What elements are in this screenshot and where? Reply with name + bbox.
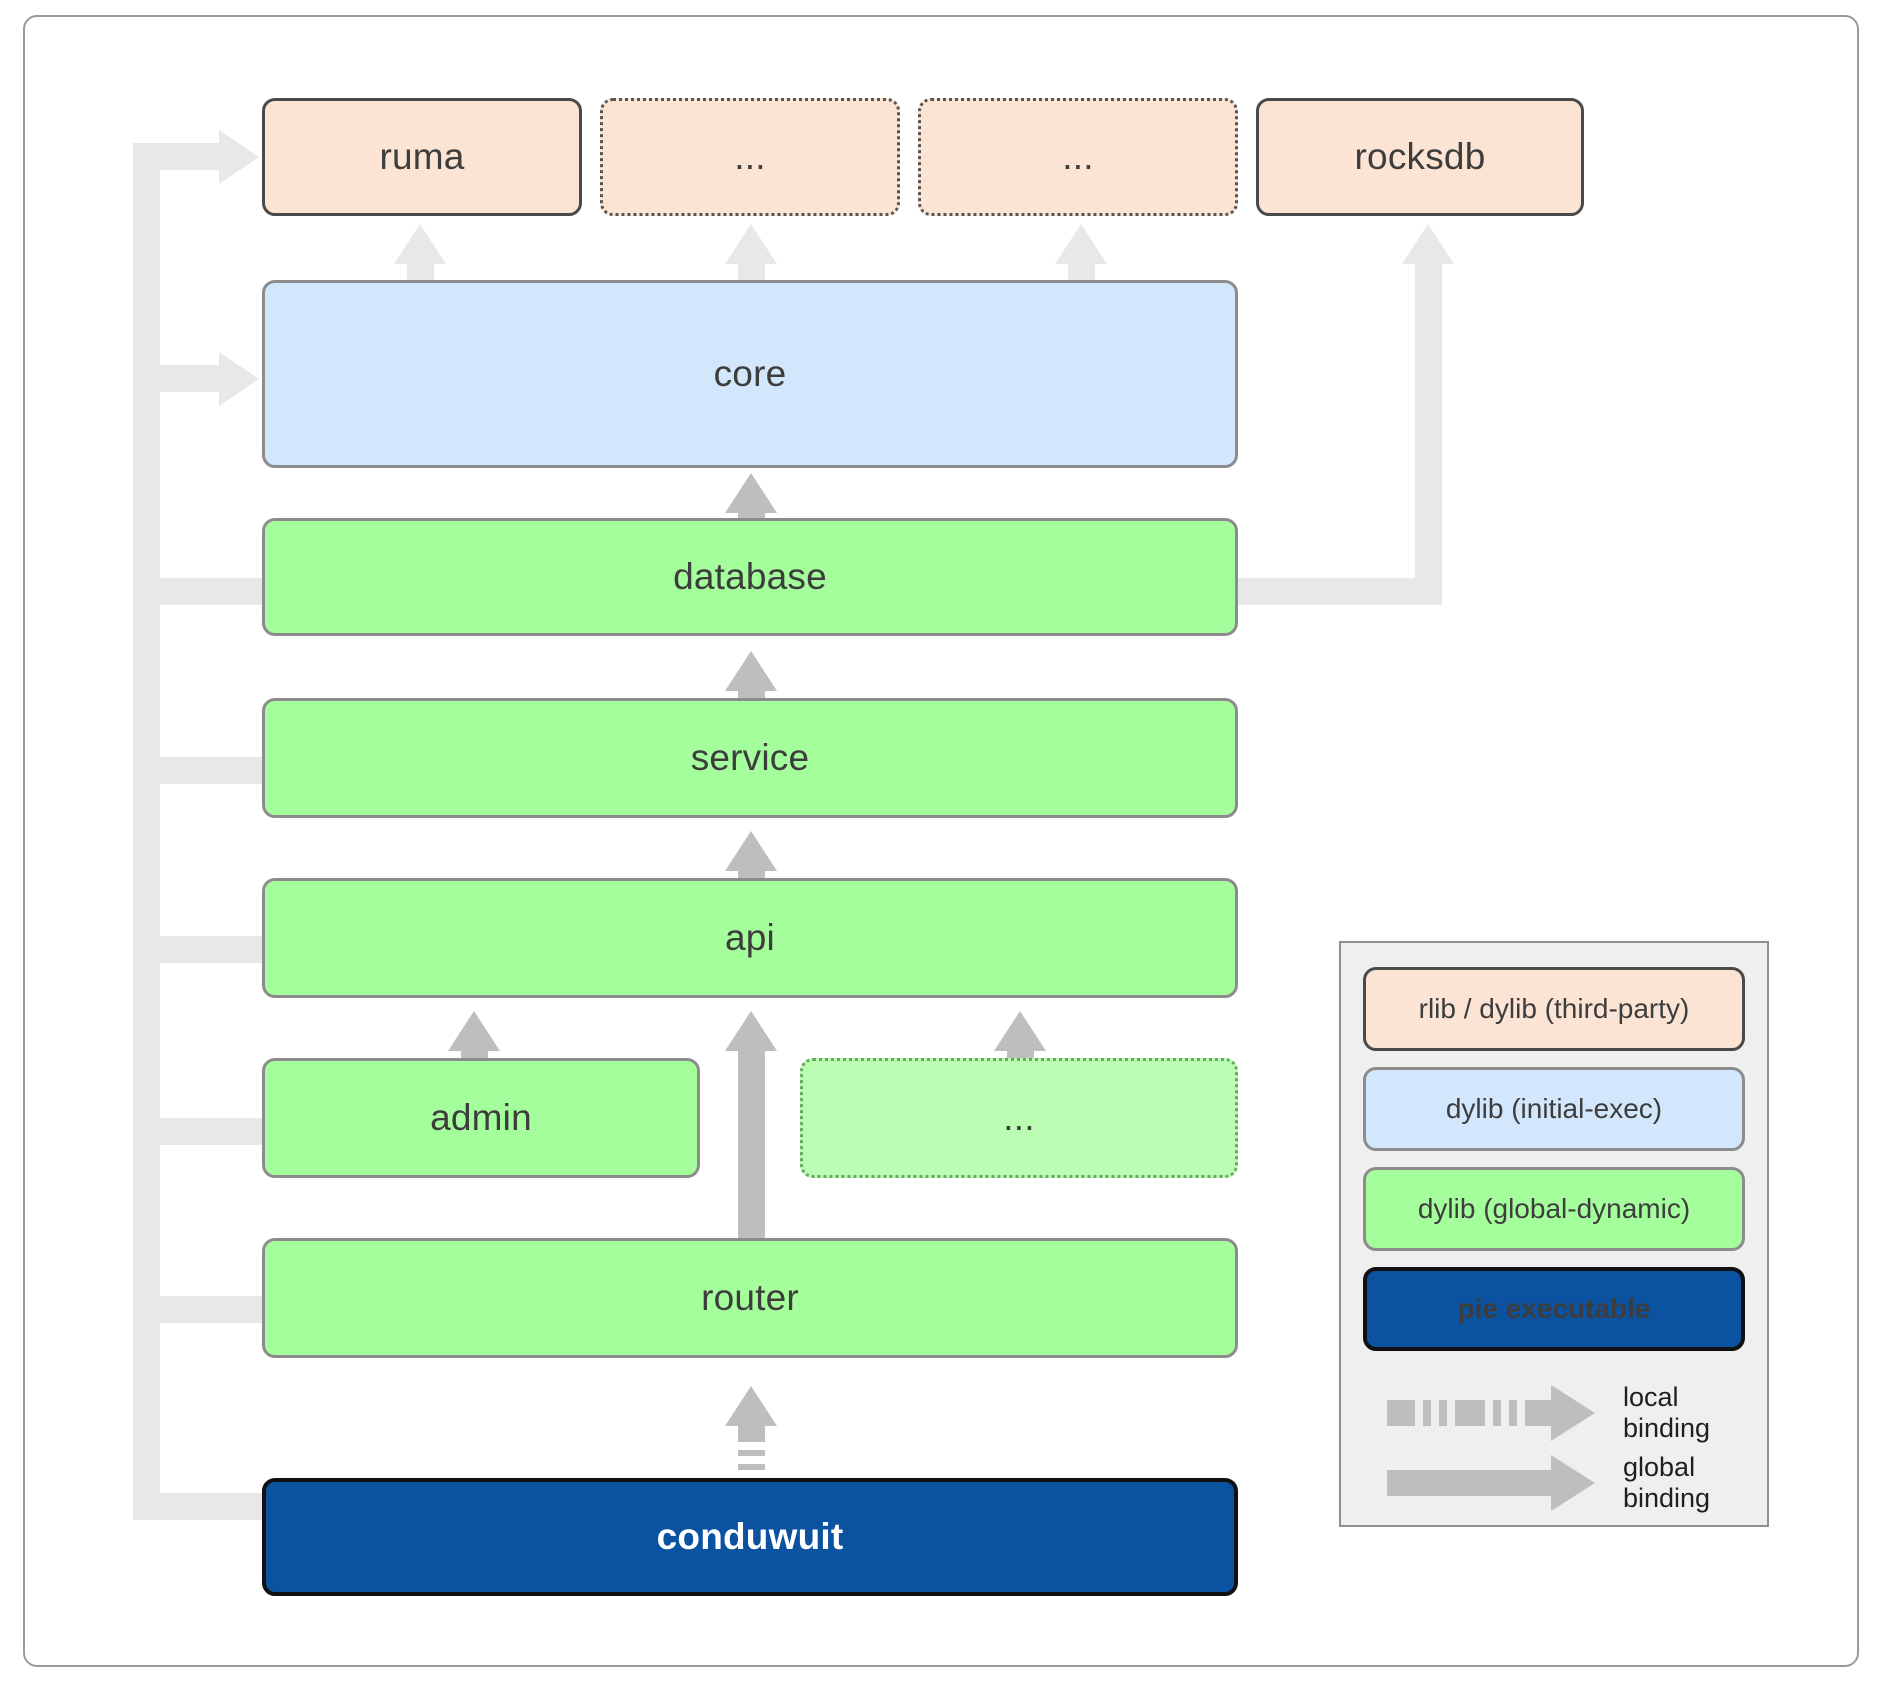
- node-ruma[interactable]: ruma: [262, 98, 582, 216]
- legend-item-initial-exec[interactable]: dylib (initial-exec): [1363, 1067, 1745, 1151]
- local-binding-dash-7: [1525, 1400, 1551, 1426]
- arrowhead-conduwuit-to-router: [725, 1386, 777, 1426]
- trunk-branch-ruma: [133, 143, 223, 170]
- local-binding-arrowhead: [1551, 1385, 1595, 1441]
- path-database-rocksdb-horizontal: [1237, 578, 1429, 605]
- trunk-branch-api: [133, 936, 268, 963]
- node-router-label: router: [701, 1277, 799, 1318]
- legend-item-global-dynamic[interactable]: dylib (global-dynamic): [1363, 1167, 1745, 1251]
- legend-item-third-party[interactable]: rlib / dylib (third-party): [1363, 967, 1745, 1051]
- legend-binding-global-label: global binding: [1623, 1452, 1711, 1513]
- arrowhead-core-to-ellipsis2: [1055, 224, 1107, 264]
- path-database-rocksdb-vertical: [1415, 262, 1442, 605]
- arrow-conduwuit-to-router-seg2: [738, 1450, 765, 1456]
- arrowhead-core-to-ellipsis1: [725, 224, 777, 264]
- node-ellipsis-top-2[interactable]: ...: [918, 98, 1238, 216]
- trunk-branch-service: [133, 757, 268, 784]
- arrowhead-api-to-service: [725, 831, 777, 871]
- arrowhead-ellipsis-admin-to-api: [994, 1011, 1046, 1051]
- trunk-branch-database: [133, 578, 268, 605]
- node-database[interactable]: database: [262, 518, 1238, 636]
- trunk-branch-conduwuit: [133, 1493, 268, 1520]
- arrow-conduwuit-to-router-seg1: [738, 1424, 765, 1442]
- global-binding-arrowhead: [1551, 1455, 1595, 1511]
- node-ellipsis-admin[interactable]: ...: [800, 1058, 1238, 1178]
- arrowhead-service-to-database: [725, 651, 777, 691]
- node-router[interactable]: router: [262, 1238, 1238, 1358]
- node-api[interactable]: api: [262, 878, 1238, 998]
- node-ruma-label: ruma: [379, 136, 465, 177]
- node-ellipsis-top-2-label: ...: [1062, 136, 1094, 177]
- legend-item-third-party-label: rlib / dylib (third-party): [1418, 993, 1690, 1024]
- local-binding-dash-4: [1455, 1400, 1485, 1426]
- arrow-router-to-api-shaft: [738, 1048, 765, 1240]
- legend-item-pie-executable[interactable]: pie executable: [1363, 1267, 1745, 1351]
- trunk-branch-router: [133, 1296, 268, 1323]
- node-admin-label: admin: [430, 1097, 532, 1138]
- node-ellipsis-admin-label: ...: [1003, 1097, 1035, 1138]
- legend-binding-local: local binding: [1341, 1382, 1767, 1443]
- local-binding-dash-5: [1493, 1400, 1501, 1426]
- node-conduwuit-label: conduwuit: [656, 1516, 844, 1557]
- arrowhead-rocksdb: [1402, 224, 1454, 264]
- legend-item-global-dynamic-label: dylib (global-dynamic): [1417, 1193, 1691, 1224]
- node-service[interactable]: service: [262, 698, 1238, 818]
- node-core-label: core: [713, 353, 787, 394]
- legend-item-pie-executable-label: pie executable: [1457, 1293, 1651, 1324]
- legend-item-initial-exec-label: dylib (initial-exec): [1445, 1093, 1663, 1124]
- arrowhead-trunk-ruma: [219, 130, 259, 184]
- node-admin[interactable]: admin: [262, 1058, 700, 1178]
- node-api-label: api: [725, 917, 775, 958]
- legend-panel: rlib / dylib (third-party) dylib (initia…: [1339, 941, 1769, 1527]
- legend-binding-global: global binding: [1341, 1452, 1767, 1513]
- local-binding-dash-6: [1509, 1400, 1517, 1426]
- node-service-label: service: [690, 737, 810, 778]
- node-rocksdb-label: rocksdb: [1354, 136, 1486, 177]
- local-binding-dash-3: [1439, 1400, 1447, 1426]
- node-rocksdb[interactable]: rocksdb: [1256, 98, 1584, 216]
- trunk-branch-core: [133, 365, 223, 392]
- local-binding-dash-1: [1387, 1400, 1415, 1426]
- node-ellipsis-top-1-label: ...: [734, 136, 766, 177]
- node-database-label: database: [673, 556, 827, 597]
- node-ellipsis-top-1[interactable]: ...: [600, 98, 900, 216]
- arrowhead-database-to-core: [725, 473, 777, 513]
- legend-binding-local-label: local binding: [1623, 1382, 1711, 1443]
- trunk-branch-admin: [133, 1118, 268, 1145]
- global-binding-shaft: [1387, 1470, 1553, 1496]
- arrowhead-admin-to-api: [448, 1011, 500, 1051]
- arrowhead-router-to-api: [725, 1011, 777, 1051]
- node-conduwuit[interactable]: conduwuit: [262, 1478, 1238, 1596]
- local-binding-dash-2: [1423, 1400, 1431, 1426]
- arrowhead-trunk-core: [219, 352, 259, 406]
- arrow-conduwuit-to-router-seg3: [738, 1464, 765, 1470]
- arrowhead-core-to-ruma: [394, 224, 446, 264]
- node-core[interactable]: core: [262, 280, 1238, 468]
